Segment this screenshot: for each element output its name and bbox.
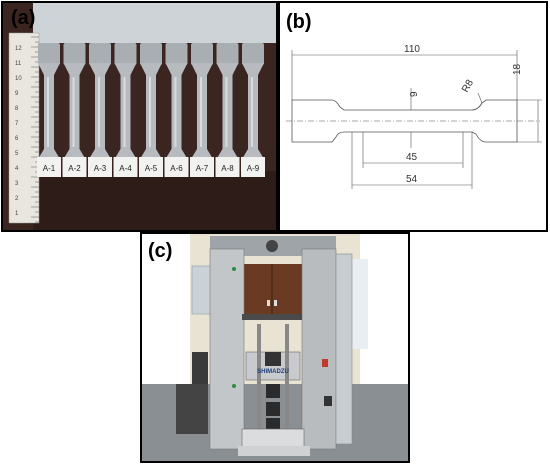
specimen: A-6	[164, 43, 189, 177]
ruler-number: 3	[15, 181, 19, 187]
ruler-number: 9	[15, 91, 19, 97]
dim-overall-length: 110	[404, 44, 420, 55]
specimen-label: A-7	[196, 164, 209, 173]
dim-grip-width: 18	[512, 63, 523, 75]
panel-c: SHIMADZU (c)	[140, 232, 410, 463]
panel-c-label: (c)	[148, 240, 173, 262]
specimen: A-4	[113, 43, 138, 177]
ruler-number: 10	[15, 76, 22, 82]
ruler-number: 2	[15, 196, 19, 202]
specimen: A-1	[37, 43, 61, 177]
ruler-number: 1	[15, 211, 19, 217]
specimen: A-5	[139, 43, 163, 177]
specimen-label: A-1	[43, 164, 56, 173]
specimen: A-2	[62, 43, 87, 177]
machine-frame	[209, 236, 353, 456]
ruler-number: 8	[15, 106, 19, 112]
specimen: A-3	[88, 43, 112, 177]
dimension-lines	[291, 50, 542, 189]
specimen: A-7	[190, 43, 214, 177]
ruler-number: 11	[15, 61, 22, 67]
ruler-number: 12	[15, 46, 22, 52]
ruler-number: 7	[15, 121, 19, 127]
panel-a-label: (a)	[11, 7, 36, 29]
specimen-outline	[286, 99, 540, 143]
specimen-label: A-8	[221, 164, 234, 173]
dim-parallel-length: 54	[406, 174, 418, 185]
specimen: A-9	[241, 43, 265, 177]
panel-b-label: (b)	[286, 11, 312, 33]
machine-brand-label: SHIMADZU	[257, 369, 289, 375]
specimen-label: A-6	[170, 164, 183, 173]
ruler-number: 6	[15, 136, 19, 142]
specimen-label: A-9	[247, 164, 260, 173]
ruler-number: 4	[15, 166, 19, 172]
dim-fillet-radius: R8	[460, 78, 476, 95]
ruler-number: 5	[15, 151, 19, 157]
specimen-label: A-4	[119, 164, 132, 173]
dim-gauge-length: 45	[406, 152, 418, 163]
testing-machine-photo: SHIMADZU	[142, 234, 408, 461]
specimen-label: A-3	[94, 164, 107, 173]
dim-gauge-width: 9	[409, 91, 420, 97]
specimen-label: A-2	[68, 164, 81, 173]
panel-b: 110 18 9 R8 45 54 (b)	[278, 1, 548, 232]
specimen-label: A-5	[145, 164, 158, 173]
specimen-drawing: 110 18 9 R8 45 54	[286, 44, 542, 189]
specimen: A-8	[215, 43, 240, 177]
